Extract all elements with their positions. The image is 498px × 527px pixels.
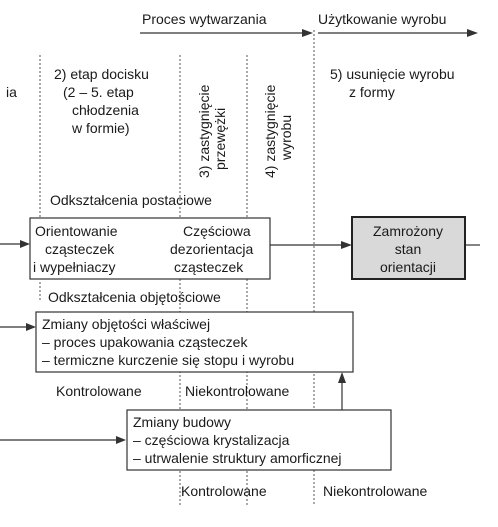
frozen-orientation-box xyxy=(351,216,466,280)
stage-2-line-1: 2) etap docisku xyxy=(54,66,149,82)
arrowhead-to-volume xyxy=(338,372,346,383)
structure-change-box xyxy=(126,409,392,471)
stage-3-line-2: przewężki xyxy=(212,108,228,170)
orientation-box xyxy=(29,217,271,280)
arrowhead-usage xyxy=(467,29,478,37)
label-volume-deformation: Odkształcenia objętościowe xyxy=(48,289,221,305)
volume-line-3: – termiczne kurczenie się stopu i wyrobu xyxy=(42,352,294,368)
stage-2-line-2: (2 – 5. etap xyxy=(63,84,134,100)
label-shape-deformation: Odkształcenia postaciowe xyxy=(50,192,212,208)
orientation-left-line-2: cząsteczek xyxy=(45,241,115,257)
header-process-label: Proces wytwarzania xyxy=(142,11,267,27)
label-controlled-mid: Kontrolowane xyxy=(56,383,142,399)
structure-line-1: Zmiany budowy xyxy=(133,414,231,430)
header-usage-label: Użytkowanie wyrobu xyxy=(318,11,446,27)
volume-change-box xyxy=(35,311,354,373)
stage-5-line-2: z formy xyxy=(349,84,395,100)
stage-5-line-1: 5) usunięcie wyrobu xyxy=(330,66,455,82)
orientation-left-line-1: Orientowanie xyxy=(35,223,118,239)
label-uncontrolled-bottom: Niekontrolowane xyxy=(323,483,427,499)
stage-2-line-4: w formie) xyxy=(71,120,130,136)
frozen-line-2: stan xyxy=(395,241,421,257)
frozen-line-3: orientacji xyxy=(380,259,436,275)
label-uncontrolled-mid: Niekontrolowane xyxy=(185,383,289,399)
structure-line-3: – utrwalenie struktury amorficznej xyxy=(133,450,342,466)
stage-4-line-2: wyrobu xyxy=(278,115,294,161)
arrowhead-incoming-volume xyxy=(26,323,36,331)
label-controlled-bottom: Kontrolowane xyxy=(181,483,267,499)
volume-line-2: – proces upakowania cząsteczek xyxy=(42,334,248,350)
orientation-right-line-2: dezorientacja xyxy=(170,241,253,257)
stage-2-line-3: chłodzenia xyxy=(72,102,139,118)
stage-4-line-1: 4) zastygnięcie xyxy=(262,84,278,178)
arrowhead-incoming-structure xyxy=(116,436,126,444)
stage-3-line-1: 3) zastygnięcie xyxy=(196,84,212,178)
arrowhead-process xyxy=(302,29,313,37)
orientation-right-line-3: cząsteczek xyxy=(174,259,244,275)
orientation-right-line-1: Częściowa xyxy=(183,223,251,239)
arrowhead-incoming-orientation xyxy=(20,240,30,248)
stage-1-fragment: ia xyxy=(6,84,17,100)
arrowhead-frozen-state xyxy=(341,241,352,249)
orientation-left-line-3: i wypełniaczy xyxy=(33,259,115,275)
frozen-line-1: Zamrożony xyxy=(373,223,443,239)
volume-line-1: Zmiany objętości właściwej xyxy=(42,316,210,332)
structure-line-2: – częściowa krystalizacja xyxy=(133,432,290,448)
